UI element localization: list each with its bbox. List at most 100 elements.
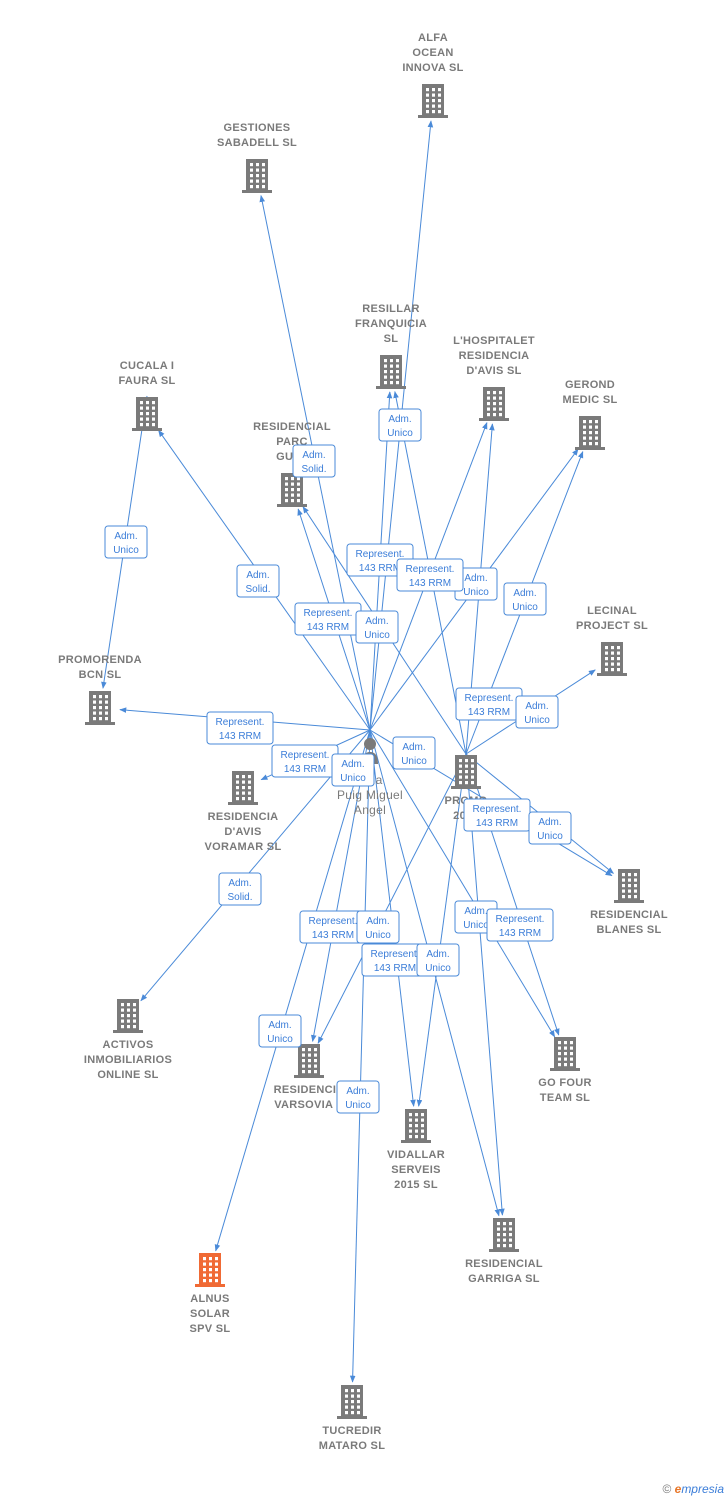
edge-promo2015-varsovia	[317, 753, 467, 1044]
edge-label-text: 143 RRM	[219, 731, 261, 742]
edge-label[interactable]: Represent. 143 RRM	[299, 910, 367, 944]
building-icon	[597, 642, 627, 676]
edge-label[interactable]: Represent.143 RRM	[294, 602, 362, 636]
building-icon	[614, 869, 644, 903]
building-icon	[337, 1385, 367, 1419]
node-label: RESIDENCIAL	[465, 1258, 543, 1270]
brand-logo-text: mpresia	[681, 1482, 724, 1496]
edge-person-tucredir	[349, 729, 371, 1383]
edge-label[interactable]: Adm.Unico	[355, 610, 399, 644]
node-label: ALNUS	[190, 1293, 229, 1305]
building-icon	[376, 355, 406, 389]
node-label: TEAM SL	[540, 1092, 590, 1104]
edge-label-text: Solid.	[245, 584, 270, 595]
edge-label[interactable]: Adm.Unico	[378, 408, 422, 442]
edge-label[interactable]: Adm. Solid.	[236, 564, 280, 598]
node-label: D'AVIS	[224, 826, 261, 838]
edge-label[interactable]: Represent.143 RRM	[463, 798, 531, 832]
node-label: RESIDENCIAL	[253, 421, 331, 433]
node-label: SERVEIS	[391, 1164, 441, 1176]
node-label: GARRIGA SL	[468, 1273, 540, 1285]
node-label: SL	[384, 333, 399, 345]
node-garriga[interactable]: RESIDENCIAL GARRIGA SL	[465, 1218, 543, 1285]
edge-label[interactable]: Adm.Solid.	[292, 444, 336, 478]
edge-label[interactable]: Adm. Unico	[416, 943, 460, 977]
edge-label[interactable]: Adm.Unico	[331, 753, 375, 787]
edge-label[interactable]: Represent.143 RRM	[486, 908, 554, 942]
node-tucredir[interactable]: TUCREDIR MATARO SL	[319, 1385, 385, 1452]
edge-label-text: Adm.	[268, 1020, 291, 1031]
edge-label-text: Adm.	[538, 817, 561, 828]
node-label: VIDALLAR	[387, 1149, 445, 1161]
edge-label-text: Adm.	[228, 878, 251, 889]
edge-label-text: Represent.	[216, 717, 265, 728]
edge-label-text: Unico	[340, 773, 366, 784]
edge-label[interactable]: Adm.Unico	[356, 910, 400, 944]
edge-person-gofour	[369, 729, 556, 1038]
node-label: PROMORENDA	[58, 654, 142, 666]
edge-label[interactable]: Adm.Unico	[104, 525, 148, 559]
node-label: TUCREDIR	[322, 1425, 381, 1437]
edge-label-text: Adm.	[464, 906, 487, 917]
brand-logo-e: e	[674, 1482, 682, 1496]
node-label: Angel	[354, 803, 386, 817]
building-icon	[418, 84, 448, 118]
edge-person-alnus	[214, 729, 371, 1252]
edge-label-text: Represent.	[356, 549, 405, 560]
node-label: MATARO SL	[319, 1440, 385, 1452]
edge-label[interactable]: Adm.Unico	[528, 811, 572, 845]
building-icon	[113, 999, 143, 1033]
edge-label-text: 143 RRM	[499, 928, 541, 939]
edge-labels-layer: Adm.UnicoAdm.Solid.Adm.UnicoAdm.Solid.Re…	[104, 408, 572, 1114]
edge-label-text: Represent.	[309, 916, 358, 927]
node-label: ACTIVOS	[103, 1039, 154, 1051]
edge-label[interactable]: Represent. 143 RRM	[206, 711, 274, 745]
node-label: GEROND	[565, 379, 615, 391]
node-label: RESILLAR	[362, 303, 419, 315]
node-label: Puig Miguel	[337, 788, 403, 802]
edge-label[interactable]: Adm.Unico	[392, 736, 436, 770]
edge-label-text: Adm.	[246, 570, 269, 581]
edge-label[interactable]: Adm.Unico	[258, 1014, 302, 1048]
edge-label[interactable]: Represent.143 RRM	[455, 687, 523, 721]
node-label: 2015 SL	[394, 1179, 438, 1191]
copyright-symbol: ©	[662, 1482, 672, 1496]
edge-label[interactable]: Adm.Unico	[336, 1080, 380, 1114]
edge-label-text: 143 RRM	[312, 930, 354, 941]
edge-label-text: Adm.	[302, 450, 325, 461]
edge-label[interactable]: Adm.Unico	[515, 695, 559, 729]
edge-label-text: Unico	[425, 963, 451, 974]
edge-label-text: 143 RRM	[374, 963, 416, 974]
edge-label-text: Adm.	[426, 949, 449, 960]
building-icon	[575, 416, 605, 450]
edge-label-text: Unico	[524, 715, 550, 726]
edge-label-text: Adm.	[114, 531, 137, 542]
edge-label-text: Unico	[463, 587, 489, 598]
edge-promo2015-vidallar	[416, 753, 467, 1107]
edge-label[interactable]: Represent.143 RRM	[396, 558, 464, 592]
edge-label-text: Represent.	[304, 608, 353, 619]
edge-label[interactable]: Adm.Solid.	[218, 872, 262, 906]
building-icon	[489, 1218, 519, 1252]
edge-label-text: Adm.	[388, 414, 411, 425]
edge-label-text: Unico	[401, 756, 427, 767]
node-vidallar[interactable]: VIDALLAR SERVEIS 2015 SL	[387, 1109, 445, 1191]
edge-label[interactable]: Adm.Unico	[503, 582, 547, 616]
edge-label[interactable]: Represent.143 RRM	[271, 744, 339, 778]
building-icon	[277, 473, 307, 507]
